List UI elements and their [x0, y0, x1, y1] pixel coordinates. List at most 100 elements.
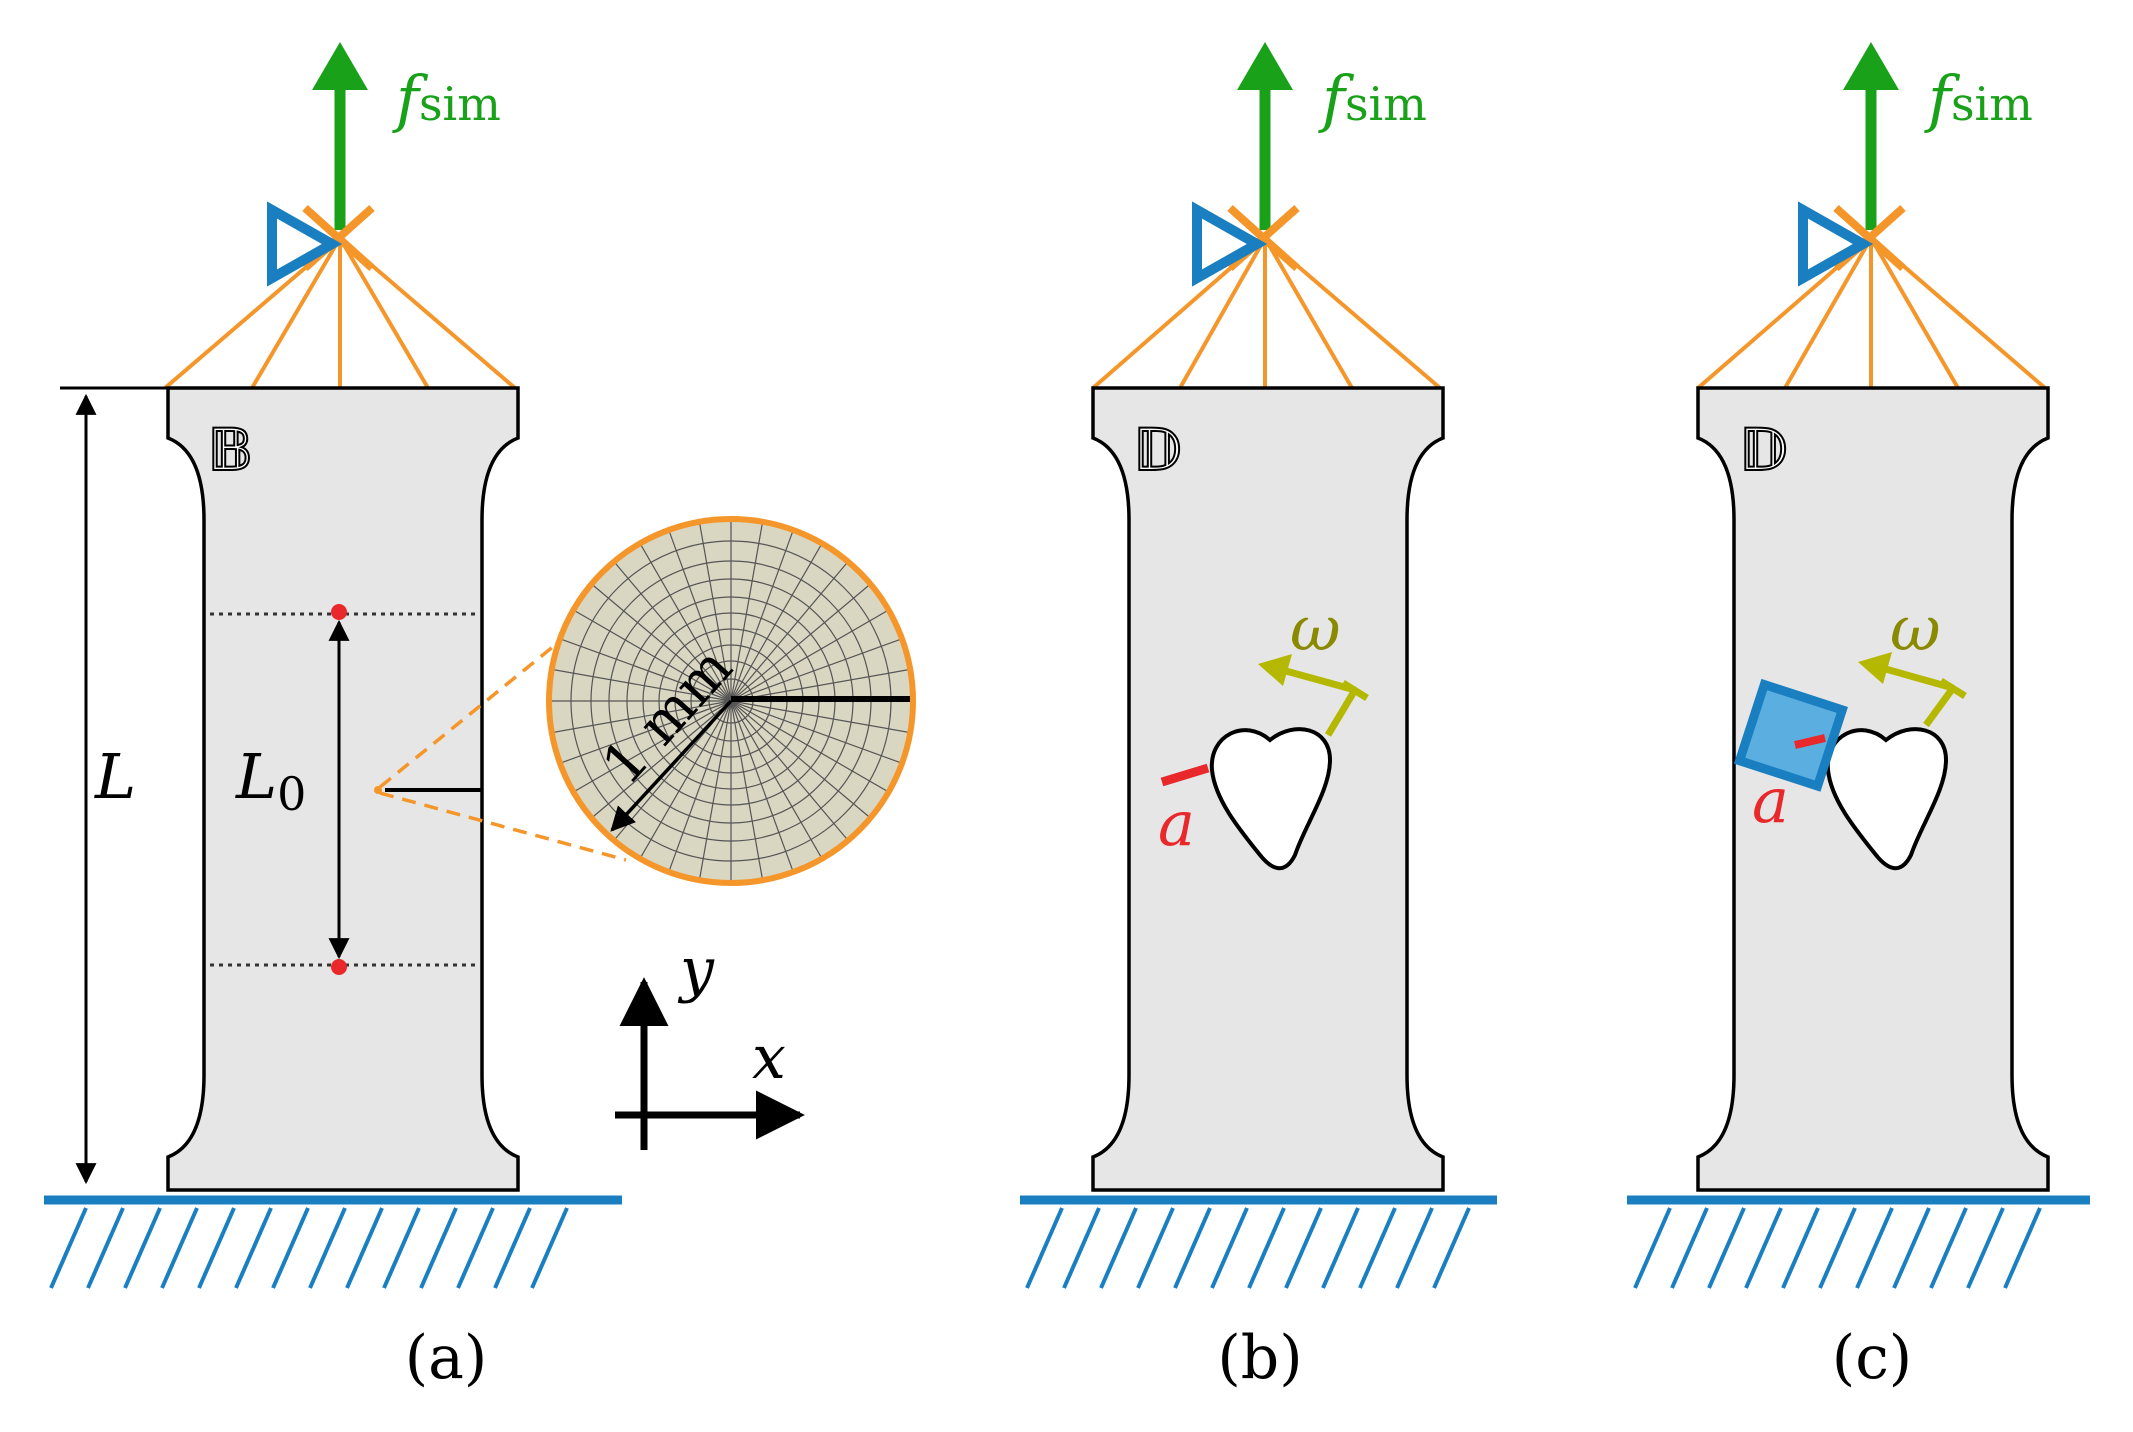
mesh-spoke: [585, 578, 732, 702]
mesh-spoke: [730, 700, 827, 866]
hatch-line: [1892, 1207, 1931, 1289]
crack-c: [1794, 734, 1826, 749]
coordinate-axes: [615, 977, 805, 1150]
mesh-spoke: [730, 700, 910, 767]
hatch-line: [1855, 1207, 1894, 1289]
ground-support-a: [44, 1195, 622, 1289]
mesh-spoke: [635, 700, 732, 866]
panel-c: fsim 𝔻 a ω (c): [1627, 42, 2090, 1393]
mesh-spoke: [730, 519, 765, 702]
coupling-lines-a: [163, 205, 517, 390]
coupling-lines-b: [1091, 205, 1442, 390]
void-c: [1825, 727, 1949, 871]
mesh-spoke: [608, 555, 732, 702]
hatch-line: [308, 1207, 347, 1289]
pin-support-b: [1192, 201, 1268, 287]
rotation-label-b: ω: [1290, 592, 1341, 665]
mesh-spoke: [730, 700, 913, 735]
hatch-line: [234, 1207, 273, 1289]
pin-support-a: [267, 201, 343, 287]
hatch-line: [493, 1207, 532, 1289]
hatch-line: [1966, 1207, 2005, 1289]
caption-a: (a): [405, 1323, 488, 1393]
zoom-callout-line-bottom: [379, 791, 627, 862]
hatch-line: [1025, 1207, 1064, 1289]
hatch-line: [1633, 1207, 1672, 1289]
axis-x-label: x: [752, 1023, 786, 1093]
zoom-radius-arrow: [610, 699, 733, 832]
hatch-line: [2003, 1207, 2042, 1289]
rotation-indicator-c: [1858, 652, 1967, 728]
hatch-line: [1247, 1207, 1286, 1289]
mesh-spoke: [730, 700, 797, 880]
hatch-line: [1781, 1207, 1820, 1289]
hatch-line: [123, 1207, 162, 1289]
ground-support-c: [1627, 1195, 2090, 1289]
hatch-line: [1929, 1207, 1968, 1289]
panel-a: fsim 𝔹 L L0: [44, 42, 916, 1393]
zoom-callout-line-top: [378, 618, 588, 789]
length-label: L: [94, 740, 136, 813]
mesh-spoke: [549, 700, 732, 735]
hatch-line: [1210, 1207, 1249, 1289]
panel-b: fsim 𝔻 a ω (b): [1020, 42, 1497, 1393]
domain-label-c: 𝔻: [1740, 416, 1788, 484]
crack-label-b: a: [1158, 787, 1195, 860]
coupling-lines-c: [1696, 205, 2047, 390]
force-label-b: fsim: [1318, 62, 1427, 135]
crack-label-c: a: [1752, 764, 1789, 837]
hatch-line: [456, 1207, 495, 1289]
hatch-line: [1395, 1207, 1434, 1289]
mesh-spoke: [549, 667, 732, 702]
mesh-spoke: [730, 635, 910, 702]
crack-b: [1160, 763, 1210, 787]
mesh-spoke: [730, 667, 913, 702]
hatch-line: [419, 1207, 458, 1289]
mesh-spoke: [730, 536, 827, 702]
hatch-line: [49, 1207, 88, 1289]
hatch-line: [1173, 1207, 1212, 1289]
hatch-line: [1707, 1207, 1746, 1289]
mesh-spoke: [665, 522, 732, 702]
mesh-spoke: [730, 700, 896, 797]
mesh-spoke: [697, 519, 732, 702]
force-label-c: fsim: [1924, 62, 2033, 135]
domain-label-b: 𝔻: [1134, 416, 1182, 484]
ground-support-b: [1020, 1195, 1497, 1289]
gauge-point-top: [331, 604, 347, 620]
mesh-spoke: [665, 700, 732, 880]
caption-b: (b): [1217, 1323, 1302, 1393]
void-b: [1209, 727, 1333, 871]
mesh-spoke: [566, 700, 732, 797]
hatch-line: [382, 1207, 421, 1289]
hatch-line: [1432, 1207, 1471, 1289]
mesh-spoke: [585, 700, 732, 824]
force-arrow-a: [312, 42, 368, 230]
gauge-length-label: L0: [235, 740, 306, 821]
mesh-spoke: [697, 700, 732, 883]
mesh-spoke: [730, 555, 854, 702]
mesh-spoke: [730, 605, 896, 702]
mesh-spoke: [635, 536, 732, 702]
mesh-spoke: [730, 578, 877, 702]
hatch-line: [160, 1207, 199, 1289]
hatch-line: [86, 1207, 125, 1289]
caption-c: (c): [1832, 1323, 1912, 1393]
axis-y-label: y: [677, 935, 715, 1005]
mesh-spoke: [730, 700, 877, 824]
hatch-line: [1062, 1207, 1101, 1289]
hatch-line: [1284, 1207, 1323, 1289]
hatch-line: [1358, 1207, 1397, 1289]
rotation-indicator-b: [1258, 654, 1369, 737]
notch-tip: [374, 786, 382, 794]
hatch-line: [197, 1207, 236, 1289]
mesh-spoke: [566, 605, 732, 702]
reinforcement-patch-c: [1733, 678, 1848, 792]
zoom-mesh: 1 mm: [546, 516, 916, 886]
rotation-label-c: ω: [1890, 592, 1941, 665]
mesh-spoke: [730, 700, 765, 883]
hatch-line: [1099, 1207, 1138, 1289]
hatch-line: [530, 1207, 569, 1289]
pin-support-c: [1798, 201, 1874, 287]
